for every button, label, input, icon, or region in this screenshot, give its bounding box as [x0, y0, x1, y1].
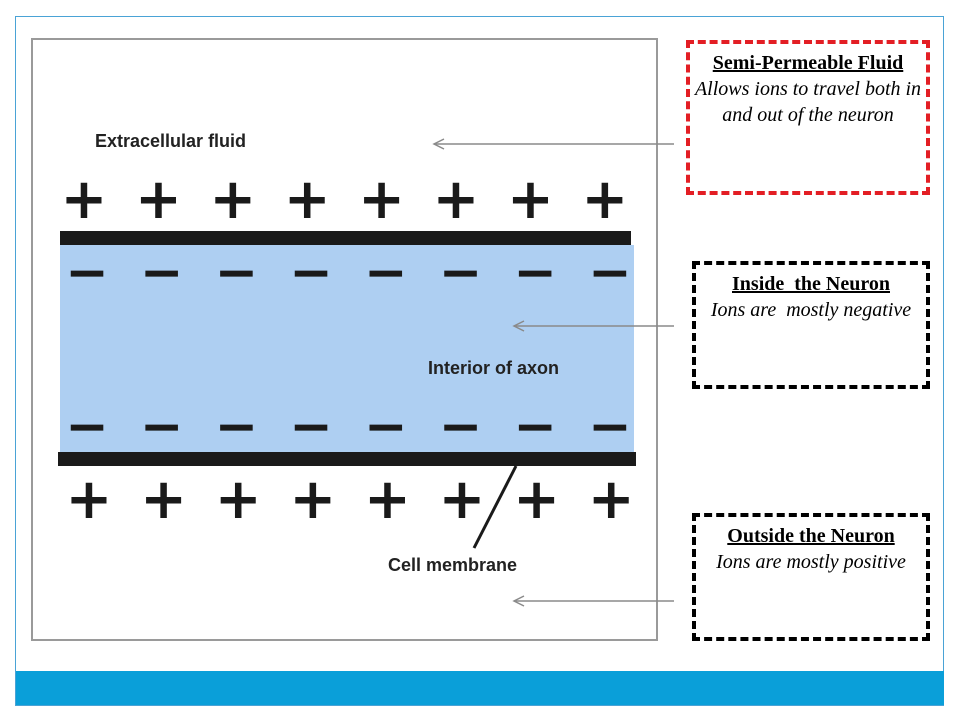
label-membrane: Cell membrane — [388, 555, 517, 575]
callout-outside-body: Ions are mostly positive — [716, 551, 906, 573]
arrow-semi — [432, 138, 674, 150]
plus-sign-top-4: + — [284, 167, 331, 232]
plus-sign-top-5: + — [358, 167, 405, 232]
minus-sign-inner-top-1: − — [65, 243, 109, 303]
plus-sign-top-2: + — [135, 167, 182, 232]
callout-outside-title: Outside the Neuron — [727, 525, 895, 547]
plus-sign-bottom-6: + — [439, 467, 486, 532]
callout-semi-title: Semi-Permeable Fluid — [712, 52, 904, 74]
callout-inside-body: Ions are mostly negative — [710, 299, 912, 321]
plus-sign-top-1: + — [61, 167, 108, 232]
minus-sign-inner-bottom-7: − — [513, 397, 557, 457]
plus-sign-bottom-5: + — [364, 467, 411, 532]
minus-sign-inner-top-6: − — [439, 243, 483, 303]
minus-sign-inner-bottom-3: − — [215, 397, 259, 457]
plus-sign-bottom-7: + — [513, 467, 560, 532]
plus-sign-top-7: + — [507, 167, 554, 232]
callout-inside-neuron: Inside the Neuron Ions are mostly negati… — [692, 261, 930, 389]
membrane-bottom — [58, 452, 636, 466]
plus-sign-bottom-3: + — [215, 467, 262, 532]
label-interior: Interior of axon — [428, 358, 559, 378]
membrane-top — [60, 231, 631, 245]
top-plus-row: + + + + + + + + — [61, 167, 629, 232]
minus-sign-inner-bottom-2: − — [140, 397, 184, 457]
plus-sign-bottom-1: + — [66, 467, 113, 532]
minus-sign-inner-top-3: − — [215, 243, 259, 303]
plus-sign-bottom-2: + — [140, 467, 187, 532]
membrane-pointer-line — [472, 465, 518, 549]
minus-sign-inner-bottom-6: − — [439, 397, 483, 457]
callout-outside-neuron: Outside the Neuron Ions are mostly posit… — [692, 513, 930, 641]
plus-sign-top-3: + — [209, 167, 256, 232]
minus-sign-inner-top-2: − — [140, 243, 184, 303]
bottom-accent-bar — [16, 671, 944, 705]
minus-sign-inner-bottom-4: − — [289, 397, 333, 457]
plus-sign-top-8: + — [581, 167, 628, 232]
minus-sign-inner-top-7: − — [513, 243, 557, 303]
callout-semi-permeable: Semi-Permeable Fluid Allows ions to trav… — [686, 40, 930, 195]
label-extracellular: Extracellular fluid — [95, 131, 246, 151]
plus-sign-bottom-8: + — [588, 467, 635, 532]
slide-frame — [15, 16, 944, 706]
plus-sign-bottom-4: + — [289, 467, 336, 532]
bottom-plus-row: + + + + + + + + — [66, 467, 635, 532]
plus-sign-top-6: + — [433, 167, 480, 232]
minus-sign-inner-bottom-8: − — [588, 397, 632, 457]
minus-sign-inner-top-8: − — [588, 243, 632, 303]
minus-sign-inner-top-5: − — [364, 243, 408, 303]
callout-semi-body: Allows ions to travel both in and out of… — [694, 78, 922, 126]
minus-sign-inner-bottom-1: − — [65, 397, 109, 457]
arrow-inside — [512, 320, 674, 332]
inner-top-minus-row: −−−−−−−− — [65, 243, 631, 303]
inner-bottom-minus-row: −−−−−−−− — [65, 397, 631, 457]
axon-interior — [60, 245, 634, 453]
minus-sign-inner-bottom-5: − — [364, 397, 408, 457]
arrow-outside — [512, 595, 674, 607]
callout-inside-title: Inside the Neuron — [732, 273, 890, 295]
minus-sign-inner-top-4: − — [289, 243, 333, 303]
